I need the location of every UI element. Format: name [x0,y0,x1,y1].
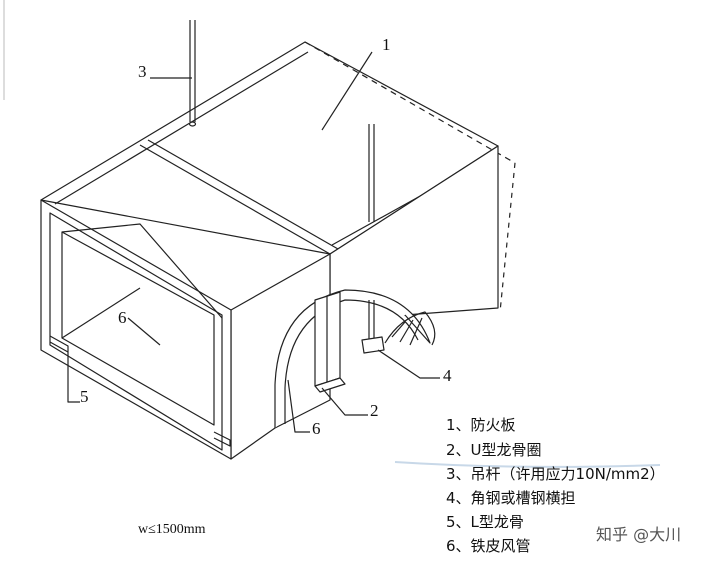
l-angle-right [213,431,231,447]
leader-6a [127,317,161,346]
callout-4: 4 [443,366,452,385]
callout-6-side: 6 [312,419,321,438]
arch-hatch [384,311,436,346]
dashed-far-edge-top [304,41,516,164]
dashed-far-edge-right [499,162,516,313]
hatch-1 [391,321,406,338]
watermark: 知乎 @大川 [596,525,681,544]
hanger-rod-1-end [188,121,197,127]
leader-5 [67,352,80,403]
callout-3: 3 [138,62,147,81]
callout-1: 1 [382,35,391,54]
width-note: w≤1500mm [138,522,206,537]
l-angle-left [49,335,69,353]
callout-5: 5 [80,387,89,406]
leader-2 [321,387,368,416]
hatch-3 [409,317,423,346]
front-frame-inner [49,212,223,451]
leader-1 [321,51,373,131]
top-inner-edge-left [54,51,309,205]
angle-steel-bar [361,336,385,354]
legend-item-6: 6、铁皮风管 [446,537,531,555]
callout-2: 2 [370,401,379,420]
duct-inner-bottom [61,287,141,339]
leader-4 [377,349,440,379]
leader-6b [287,379,310,433]
legend-item-3: 3、吊杆（许用应力10N/mm2） [446,465,665,483]
band-line-2 [147,139,339,250]
band-line-1 [139,144,331,255]
arch-opening-outer [274,289,431,428]
hatch-2 [399,319,414,343]
legend-item-2: 2、U型龙骨圈 [446,441,542,459]
decorative-stroke [394,461,661,468]
callout-6-duct: 6 [118,308,127,327]
legend-item-5: 5、L型龙骨 [446,513,524,531]
duct-inner-top [61,223,223,319]
legend: 1、防火板 2、U型龙骨圈 3、吊杆（许用应力10N/mm2） 4、角钢或槽钢横… [446,416,665,555]
legend-item-1: 1、防火板 [446,416,516,434]
duct-front-face [61,231,215,426]
legend-item-4: 4、角钢或槽钢横担 [446,489,576,507]
